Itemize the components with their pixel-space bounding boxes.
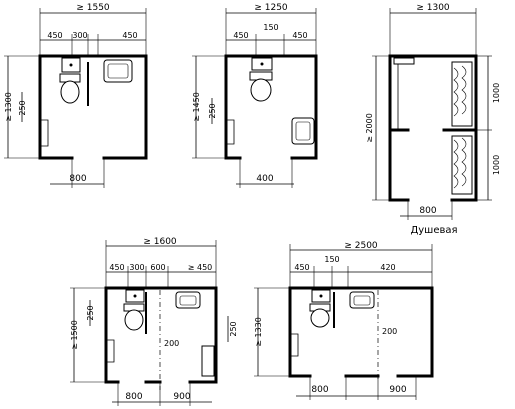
plan2-bottom-dim: 400 — [256, 174, 273, 184]
plan4-seg4-dim: ≥ 450 — [188, 263, 213, 272]
plan3-shower-head — [393, 57, 415, 65]
plan1-bottom-dim: 800 — [69, 174, 86, 184]
plan1-top-dim: ≥ 1550 — [76, 3, 110, 13]
plan4-seg2-dim: 300 — [129, 263, 144, 272]
plan4-bath — [201, 345, 215, 377]
plan1-seg2-dim: 300 — [72, 31, 87, 40]
plan5-wall-left — [288, 286, 312, 378]
plan2-top-dim: ≥ 1250 — [254, 3, 288, 13]
plan2-wall-left — [224, 54, 242, 160]
plan1-toilet-bowl — [60, 80, 80, 104]
plan-2: ≥ 1250 450 150 450 ≥ 1450 250 400 — [192, 3, 318, 188]
plan5-toilet-bowl — [310, 308, 330, 328]
plan1-basin — [103, 59, 133, 83]
plan5-wall — [288, 286, 434, 378]
plan1-wall — [38, 54, 148, 160]
plan-1: ≥ 1550 450 300 450 ≥ 1300 250 — [4, 3, 148, 188]
plan-3: ≥ 1300 ≥ 2000 1000 1000 800 Душевая — [365, 3, 501, 236]
plan4-basin — [175, 291, 201, 309]
plan-4: ≥ 1600 450 300 600 ≥ 450 200 ≥ 1500 250 … — [70, 237, 238, 406]
plan5-basin — [349, 291, 375, 309]
plan4-toilet-bowl — [124, 309, 144, 331]
plan1-seg3-dim: 450 — [122, 31, 137, 40]
plan3-bottom-dim: 800 — [419, 206, 436, 216]
plan5-bottom-dim-2: 900 — [389, 385, 406, 395]
plan2-wall — [224, 54, 318, 160]
plan3-bench-upper — [451, 61, 473, 127]
plan2-toilet-bowl — [250, 78, 272, 102]
plan4-left-dim: ≥ 1500 — [70, 320, 79, 350]
plan3-top-dim: ≥ 1300 — [416, 3, 450, 13]
plan4-side-dim: 250 — [86, 305, 95, 320]
plan4-seg3-dim: 600 — [150, 263, 165, 272]
plan2-seg1-dim: 450 — [233, 31, 248, 40]
plan4-wall-left — [104, 286, 120, 384]
plan5-bottom-dim-1: 800 — [311, 385, 328, 395]
plan4-bottom-dim-2: 900 — [173, 392, 190, 402]
plan1-wall-rail — [40, 119, 49, 147]
plan4-seg1-dim: 450 — [109, 263, 124, 272]
plan5-seg3-dim: 420 — [380, 263, 395, 272]
plan-5: ≥ 2500 450 150 420 200 ≥ 1330 800 900 — [254, 241, 434, 400]
plan2-basin — [291, 117, 315, 145]
plan2-seg3-dim: 450 — [292, 31, 307, 40]
plan5-seg1-dim: 450 — [294, 263, 309, 272]
plan3-wall — [388, 54, 478, 202]
plan1-left-dim: ≥ 1300 — [4, 92, 13, 122]
plan3-left-dim: ≥ 2000 — [365, 113, 374, 143]
plan5-left-dim: ≥ 1330 — [254, 317, 263, 347]
plan4-top-dim: ≥ 1600 — [143, 237, 177, 247]
plan1-seg1-dim: 450 — [47, 31, 62, 40]
plan3-caption: Душевая — [410, 225, 457, 236]
plan2-wall-rail — [226, 119, 235, 145]
plan5-wall-rail — [290, 333, 299, 357]
plan4-wall-rail — [106, 339, 115, 363]
plan4-mid-dim: 200 — [164, 339, 179, 348]
plan5-top-dim: ≥ 2500 — [344, 241, 378, 251]
plan4-right-dim: 250 — [229, 321, 238, 336]
plan3-right-dim-2: 1000 — [492, 155, 501, 175]
plan4-bottom-dim-1: 800 — [125, 392, 142, 402]
plan5-seg2-dim: 150 — [324, 255, 339, 264]
plan4-wall — [104, 286, 218, 384]
plan2-left-dim: ≥ 1450 — [192, 92, 201, 122]
plan3-right-dim-1: 1000 — [492, 83, 501, 103]
plan1-side-dim: 250 — [18, 100, 27, 115]
plan3-wall-left — [388, 54, 410, 202]
plan2-side-dim: 250 — [208, 103, 217, 118]
plan5-mid-dim: 200 — [382, 327, 397, 336]
plan2-seg2-dim: 150 — [263, 23, 278, 32]
